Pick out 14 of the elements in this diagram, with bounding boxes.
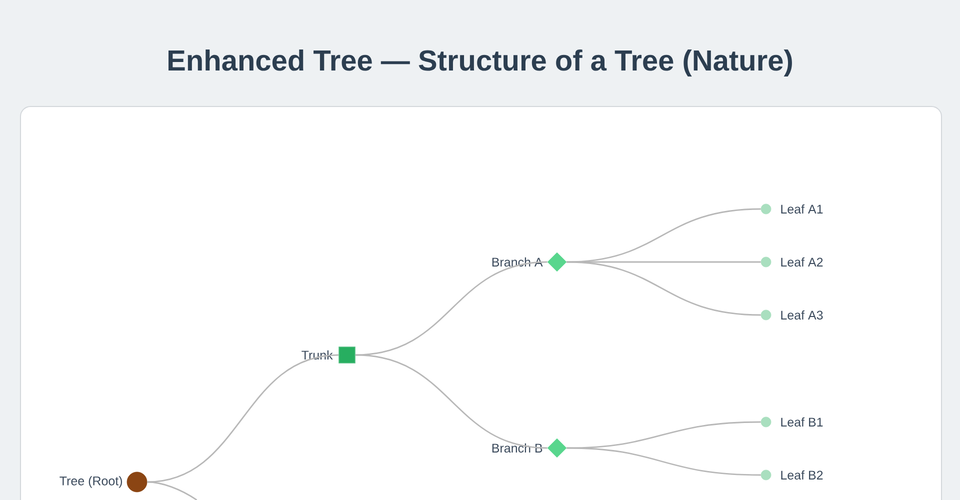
node-label: Leaf A1 bbox=[779, 203, 824, 215]
link-line bbox=[147, 481, 198, 500]
title: Enhanced Tree — Structure of a Tree (Nature) bbox=[168, 49, 792, 77]
node-label: Leaf A3 bbox=[779, 309, 824, 321]
link-line bbox=[566, 447, 761, 476]
node-label: Leaf B2 bbox=[779, 469, 824, 481]
node-label: Tree (Root) bbox=[58, 475, 124, 489]
link-line bbox=[566, 261, 761, 316]
node-label: Leaf A2 bbox=[779, 256, 824, 268]
link-line bbox=[355, 354, 548, 449]
link-line bbox=[355, 261, 548, 356]
node-label: Leaf B1 bbox=[779, 416, 824, 428]
link-line bbox=[147, 354, 339, 483]
link-line bbox=[566, 208, 761, 263]
